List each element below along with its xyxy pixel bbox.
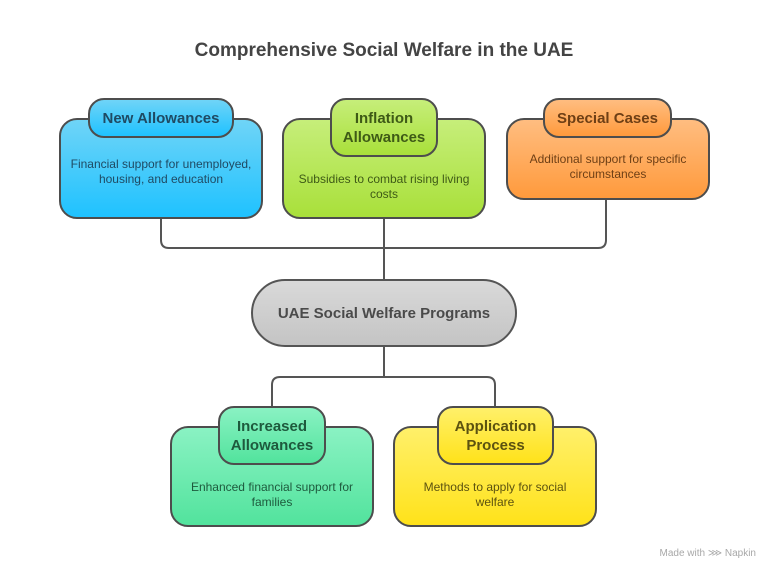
node-title-application-process: Application Process xyxy=(437,406,554,465)
footer-brand: Napkin xyxy=(724,548,756,559)
node-description: Enhanced financial support for families xyxy=(190,480,354,509)
node-title-special-cases: Special Cases xyxy=(543,98,672,138)
central-node: UAE Social Welfare Programs xyxy=(251,279,517,347)
node-description: Financial support for unemployed, housin… xyxy=(70,157,252,186)
node-new-allowances: Financial support for unemployed, housin… xyxy=(59,118,263,219)
node-title-new-allowances: New Allowances xyxy=(88,98,234,138)
node-title-inflation-allowances: Inflation Allowances xyxy=(330,98,438,157)
node-description: Methods to apply for social welfare xyxy=(423,480,567,509)
footer-text: Made with xyxy=(659,548,706,559)
node-description: Subsidies to combat rising living costs xyxy=(298,172,470,201)
node-special-cases: Additional support for specific circumst… xyxy=(506,118,710,200)
footer-credit: Made with ⋙ Napkin xyxy=(659,548,756,559)
node-description: Additional support for specific circumst… xyxy=(529,152,687,181)
diagram-title: Comprehensive Social Welfare in the UAE xyxy=(194,40,574,61)
napkin-logo-icon: ⋙ xyxy=(707,548,723,559)
node-title-increased-allowances: Increased Allowances xyxy=(218,406,326,465)
node-increased-allowances: Enhanced financial support for families xyxy=(170,426,374,527)
